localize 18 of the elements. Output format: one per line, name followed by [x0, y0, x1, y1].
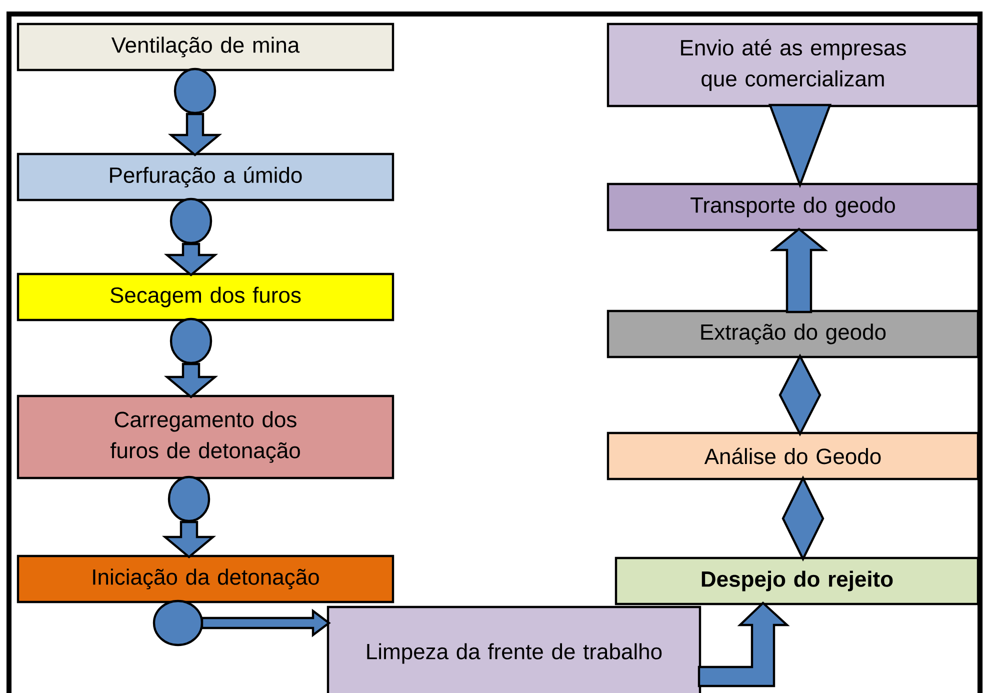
process-box: Transporte do geodo	[606, 182, 980, 232]
arrow-connector	[164, 318, 218, 398]
process-box: Perfuração a úmido	[16, 152, 394, 202]
arrow-connector	[164, 198, 218, 276]
process-box: Carregamento dos furos de detonação	[16, 394, 394, 480]
arrow-connector	[162, 476, 216, 558]
bent-arrow	[698, 601, 790, 688]
arrow-connector	[152, 600, 331, 646]
process-box: Limpeza da frente de trabalho	[326, 606, 702, 693]
process-box: Despejo do rejeito	[614, 556, 980, 606]
process-box: Envio até as empresas que comercializam	[606, 22, 980, 108]
process-box: Análise do Geodo	[606, 432, 980, 480]
process-box: Iniciação da detonação	[16, 554, 394, 604]
process-box: Extração do geodo	[606, 310, 980, 358]
arrow-connector	[168, 68, 222, 156]
process-box: Secagem dos furos	[16, 272, 394, 322]
block-arrow	[770, 228, 828, 314]
process-box: Ventilação de mina	[16, 22, 394, 72]
